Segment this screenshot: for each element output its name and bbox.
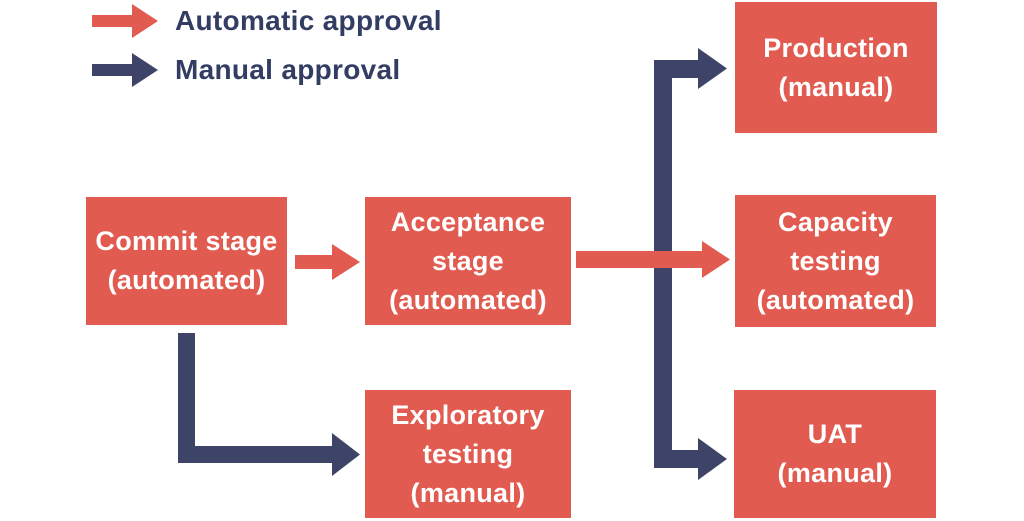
node-capacity-testing: Capacity testing (automated): [735, 195, 936, 327]
node-commit-stage: Commit stage (automated): [86, 197, 287, 325]
legend: Automatic approval Manual approval: [92, 4, 442, 102]
legend-label-automatic: Automatic approval: [175, 5, 442, 36]
node-production: Production (manual): [735, 2, 937, 133]
legend-item-automatic: Automatic approval: [92, 4, 442, 38]
arrow-commit-to-exploratory: [178, 333, 360, 476]
automatic-approval-arrow-icon: [92, 4, 158, 38]
arrow-to-capacity: [576, 241, 730, 278]
arrow-commit-to-acceptance: [295, 244, 360, 280]
manual-approval-arrow-icon: [92, 53, 158, 87]
node-uat: UAT (manual): [734, 390, 936, 518]
arrow-to-uat: [654, 438, 727, 480]
node-acceptance-stage: Acceptance stage (automated): [365, 197, 571, 325]
arrow-to-production: [654, 48, 727, 89]
legend-label-manual: Manual approval: [175, 54, 401, 85]
node-exploratory-testing: Exploratory testing (manual): [365, 390, 571, 518]
legend-item-manual: Manual approval: [92, 53, 442, 87]
